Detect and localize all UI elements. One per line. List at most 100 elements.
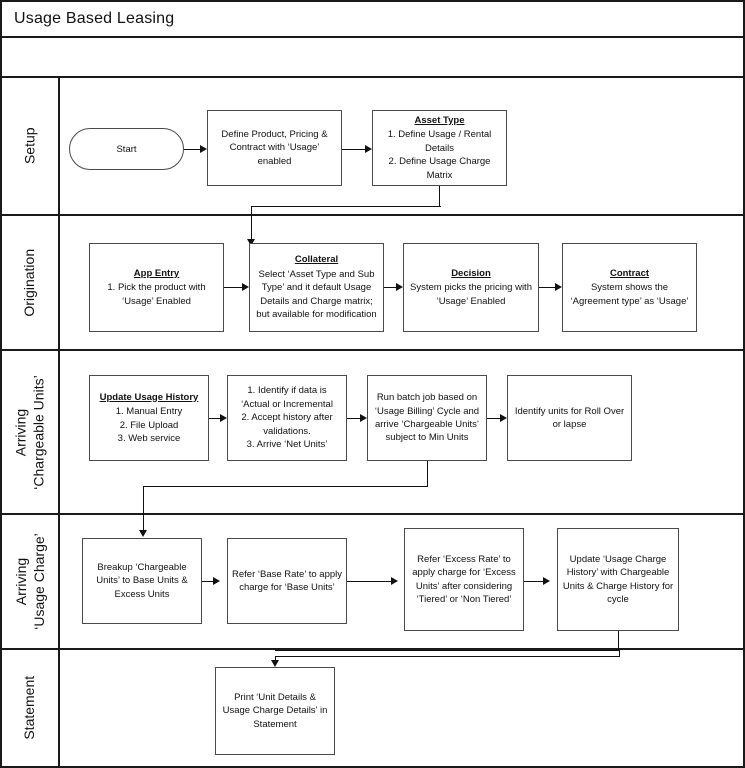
connector-statement-feed xyxy=(275,656,620,657)
page-title: Usage Based Leasing xyxy=(14,10,175,27)
node-identify-rollover[interactable]: Identify units for Roll Over or lapse xyxy=(507,375,632,461)
arrowhead-print-statement xyxy=(270,660,279,667)
connector-asset-type-drop xyxy=(251,206,252,216)
lane-label-usage-charge-line2: ‘Usage Charge’ xyxy=(30,533,46,630)
lane-label-statement: Statement xyxy=(21,676,38,740)
node-define-product[interactable]: Define Product, Pricing & Contract with … xyxy=(207,110,342,186)
node-decision[interactable]: Decision System picks the pricing with ‘… xyxy=(403,243,539,332)
node-contract-text: System shows the ‘Agreement type’ as ‘Us… xyxy=(570,282,689,307)
node-run-batch-job[interactable]: Run batch job based on ‘Usage Billing’ C… xyxy=(367,375,487,461)
node-decision-text: System picks the pricing with ‘Usage’ En… xyxy=(410,282,532,307)
connector-statement-drop xyxy=(275,656,276,662)
lane-label-chargeable-units-line2: ‘Chargeable Units’ xyxy=(30,374,46,490)
lane-setup: Setup Start Define Product, Pricing & Co… xyxy=(2,78,743,216)
node-identify-data[interactable]: 1. Identify if data is ‘Actual or Increm… xyxy=(227,375,347,461)
arrowhead-identify-data xyxy=(220,413,227,422)
connector-statement-feed-riser xyxy=(619,650,620,657)
connector-batch-drop xyxy=(143,486,144,515)
lane-label-chargeable-units-line1: Arriving xyxy=(12,408,29,456)
arrowhead-identify-rollover xyxy=(500,413,507,422)
node-identify-rollover-text: Identify units for Roll Over or lapse xyxy=(514,405,625,430)
lane-header-usage-charge: Arriving ‘Usage Charge’ xyxy=(2,515,60,648)
node-update-usage-history-heading: Update Usage History xyxy=(99,391,199,403)
node-collateral-text: Select ‘Asset Type and Sub Type’ and it … xyxy=(256,268,377,321)
lane-body-usage-charge: Breakup ‘Chargeable Units’ to Base Units… xyxy=(60,515,743,651)
node-breakup-units[interactable]: Breakup ‘Chargeable Units’ to Base Units… xyxy=(82,538,202,624)
connector-update-left xyxy=(275,650,620,651)
node-excess-rate[interactable]: Refer ‘Excess Rate’ to apply charge for … xyxy=(404,528,524,631)
lane-label-origination: Origination xyxy=(21,248,38,317)
connector-batch-to-rollover xyxy=(487,418,500,419)
lane-header-origination: Origination xyxy=(2,216,60,349)
node-breakup-units-text: Breakup ‘Chargeable Units’ to Base Units… xyxy=(96,561,188,600)
lane-label-usage-charge-line1: Arriving xyxy=(12,557,29,606)
arrowhead-contract xyxy=(555,282,562,291)
arrowhead-asset-type xyxy=(365,144,372,153)
connector-update-down xyxy=(618,631,619,650)
node-app-entry-text: 1. Pick the product with ‘Usage’ Enabled xyxy=(107,282,206,307)
node-asset-type[interactable]: Asset Type 1. Define Usage / Rental Deta… xyxy=(372,110,507,186)
lane-label-chargeable-units: Arriving ‘Chargeable Units’ xyxy=(13,375,48,489)
arrowhead-run-batch-job xyxy=(360,413,367,422)
lane-body-statement: Print ‘Unit Details & Usage Charge Detai… xyxy=(60,650,743,766)
node-contract-heading: Contract xyxy=(609,267,650,279)
node-excess-rate-text: Refer ‘Excess Rate’ to apply charge for … xyxy=(412,553,516,605)
lane-header-statement: Statement xyxy=(2,650,60,766)
node-decision-heading: Decision xyxy=(451,267,491,279)
connector-decision-to-contract xyxy=(539,287,555,288)
node-update-charge-history-text: Update ‘Usage Charge History’ with Charg… xyxy=(562,553,674,605)
node-update-usage-history[interactable]: Update Usage History 1. Manual Entry 2. … xyxy=(89,375,209,461)
arrowhead-breakup-units xyxy=(138,530,147,537)
node-base-rate-text: Refer ‘Base Rate’ to apply charge for ‘B… xyxy=(232,568,343,593)
connector-start-to-define-product xyxy=(184,149,200,150)
arrowhead-collateral-left xyxy=(242,282,249,291)
connector-excess-rate-to-update xyxy=(524,581,543,582)
node-app-entry[interactable]: App Entry 1. Pick the product with ‘Usag… xyxy=(89,243,224,332)
node-define-product-text: Define Product, Pricing & Contract with … xyxy=(221,128,328,167)
arrowhead-excess-rate xyxy=(391,576,398,585)
lane-label-usage-charge: Arriving ‘Usage Charge’ xyxy=(13,533,48,630)
node-asset-type-heading: Asset Type xyxy=(414,114,465,126)
connector-into-collateral xyxy=(251,216,252,239)
node-collateral-heading: Collateral xyxy=(294,254,339,266)
connector-app-entry-to-collateral xyxy=(224,287,242,288)
lane-origination: Origination App Entry 1. Pick the produc… xyxy=(2,216,743,351)
node-contract[interactable]: Contract System shows the ‘Agreement typ… xyxy=(562,243,697,332)
node-start[interactable]: Start xyxy=(69,128,184,170)
connector-batch-down xyxy=(427,461,428,486)
lane-body-setup: Start Define Product, Pricing & Contract… xyxy=(60,78,743,216)
lane-header-setup: Setup xyxy=(2,78,60,214)
node-print-statement-text: Print ‘Unit Details & Usage Charge Detai… xyxy=(222,691,328,730)
title-bar: Usage Based Leasing xyxy=(2,2,743,38)
node-update-usage-history-text: 1. Manual Entry 2. File Upload 3. Web se… xyxy=(115,406,183,444)
lane-usage-charge: Arriving ‘Usage Charge’ Breakup ‘Chargea… xyxy=(2,515,743,651)
lane-body-chargeable-units: Update Usage History 1. Manual Entry 2. … xyxy=(60,351,743,515)
connector-update-to-identify xyxy=(209,418,220,419)
connector-into-breakup xyxy=(143,515,144,530)
node-print-statement[interactable]: Print ‘Unit Details & Usage Charge Detai… xyxy=(215,667,335,755)
node-collateral[interactable]: Collateral Select ‘Asset Type and Sub Ty… xyxy=(249,243,384,332)
node-base-rate[interactable]: Refer ‘Base Rate’ to apply charge for ‘B… xyxy=(227,538,347,624)
connector-collateral-to-decision xyxy=(384,287,396,288)
node-run-batch-job-text: Run batch job based on ‘Usage Billing’ C… xyxy=(374,392,480,444)
connector-identify-to-batch xyxy=(347,418,360,419)
node-app-entry-heading: App Entry xyxy=(133,267,180,279)
arrowhead-define-product xyxy=(200,144,207,153)
arrowhead-update-charge-history xyxy=(543,576,550,585)
lane-statement: Statement Print ‘Unit Details & Usage Ch… xyxy=(2,650,743,766)
connector-define-product-to-asset-type xyxy=(342,149,365,150)
connector-batch-left xyxy=(143,486,428,487)
lane-label-setup: Setup xyxy=(21,127,38,165)
node-asset-type-text: 1. Define Usage / Rental Details 2. Defi… xyxy=(387,129,492,181)
arrowhead-base-rate xyxy=(213,576,220,585)
connector-asset-type-left xyxy=(251,206,441,207)
lane-body-origination: App Entry 1. Pick the product with ‘Usag… xyxy=(60,216,743,349)
lane-header-chargeable-units: Arriving ‘Chargeable Units’ xyxy=(2,351,60,513)
node-start-label: Start xyxy=(116,143,137,155)
lane-chargeable-units: Arriving ‘Chargeable Units’ Update Usage… xyxy=(2,351,743,515)
spacer-band xyxy=(2,38,743,78)
connector-asset-type-down xyxy=(439,186,440,206)
node-identify-data-text: 1. Identify if data is ‘Actual or Increm… xyxy=(241,385,333,451)
arrowhead-collateral xyxy=(246,239,255,246)
node-update-charge-history[interactable]: Update ‘Usage Charge History’ with Charg… xyxy=(557,528,679,631)
